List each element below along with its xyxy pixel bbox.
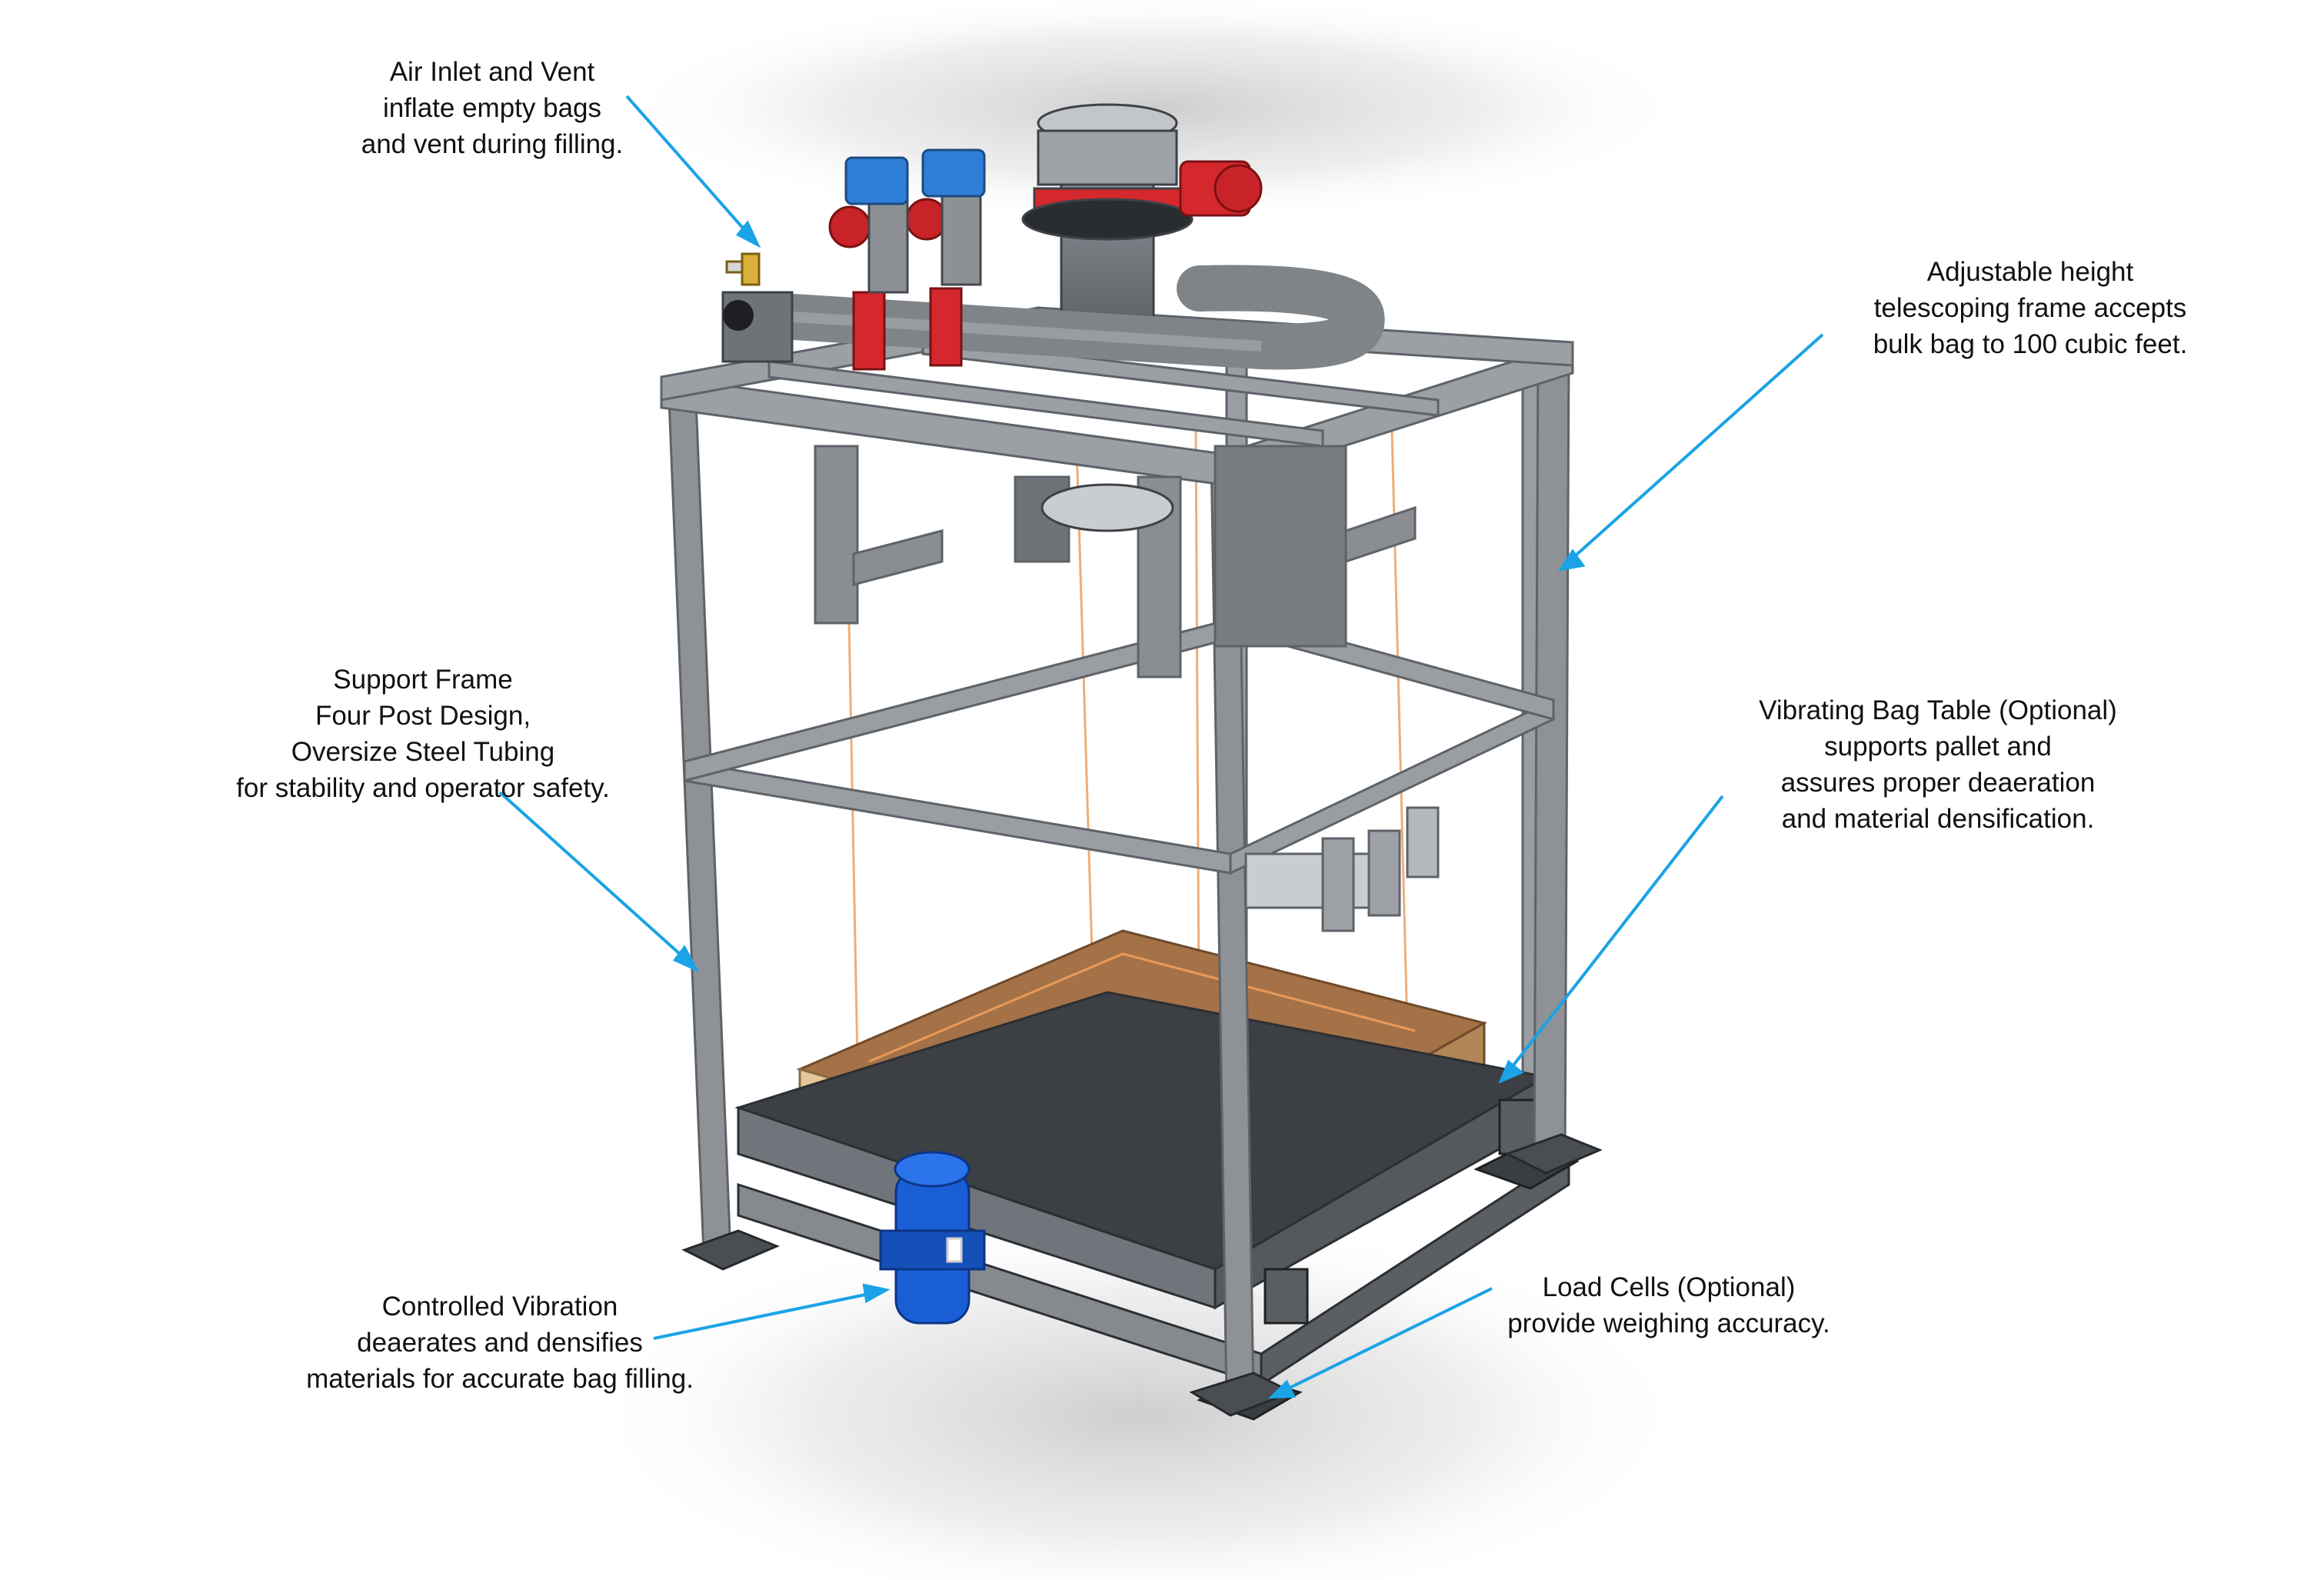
callout-adjustable-height-line-2: telescoping frame accepts	[1873, 293, 2187, 323]
callout-vibrating-table-line-1: Vibrating Bag Table (Optional)	[1759, 695, 2117, 725]
callout-adjustable-height: Adjustable height telescoping frame acce…	[1838, 254, 2222, 362]
callout-support-frame: Support Frame Four Post Design, Oversize…	[208, 662, 638, 806]
callout-vibrating-table-line-3: assures proper deaeration	[1780, 768, 2096, 798]
callout-controlled-vibration-line-2: deaerates and densifies	[357, 1328, 643, 1358]
callout-support-frame-line-1: Support Frame	[333, 665, 513, 695]
callout-load-cells-line-1: Load Cells (Optional)	[1542, 1272, 1796, 1302]
arrow-vibrating-table	[1506, 795, 1724, 1075]
spout-valve-actuator	[1179, 160, 1263, 217]
vibrating-table	[734, 991, 1570, 1387]
air-valves	[828, 191, 982, 371]
callout-controlled-vibration-line-1: Controlled Vibration	[381, 1292, 618, 1322]
front-frame-posts	[668, 352, 1570, 1402]
callout-support-frame-line-3: Oversize Steel Tubing	[291, 737, 555, 767]
bag-hanger-brackets	[814, 445, 1417, 678]
arrow-adjustable-height	[1567, 333, 1824, 563]
fill-spout	[1021, 103, 1194, 532]
valve-actuators	[844, 148, 986, 205]
callout-arrows	[498, 95, 1824, 1399]
callout-adjustable-height-line-1: Adjustable height	[1926, 257, 2134, 287]
callout-support-frame-line-4: for stability and operator safety.	[236, 773, 610, 803]
callout-air-inlet-line-3: and vent during filling.	[361, 129, 624, 159]
arrow-support-frame	[498, 791, 690, 963]
arrow-load-cells	[1280, 1287, 1493, 1394]
callout-adjustable-height-line-3: bulk bag to 100 cubic feet.	[1873, 329, 2188, 359]
callout-controlled-vibration-line-3: materials for accurate bag filling.	[306, 1364, 694, 1394]
arrow-controlled-vibration	[653, 1291, 877, 1340]
pneumatic-controls	[1244, 806, 1440, 932]
callout-vibrating-table-line-4: and material densification.	[1781, 804, 2095, 834]
callout-vibrating-table-line-2: supports pallet and	[1824, 732, 2052, 762]
callout-support-frame-line-2: Four Post Design,	[315, 701, 531, 731]
arrow-air-inlet	[625, 95, 759, 246]
callout-controlled-vibration: Controlled Vibration deaerates and densi…	[277, 1288, 723, 1397]
foot-plates	[681, 1133, 1603, 1417]
air-manifold-pipe	[721, 265, 1385, 370]
callout-air-inlet-line-1: Air Inlet and Vent	[389, 57, 595, 87]
callout-air-inlet: Air Inlet and Vent inflate empty bags an…	[338, 54, 646, 162]
callout-vibrating-table: Vibrating Bag Table (Optional) supports …	[1723, 692, 2153, 837]
air-inlet-fitting	[725, 252, 761, 286]
callout-load-cells-line-2: provide weighing accuracy.	[1507, 1308, 1830, 1338]
vibrator-motor	[879, 1151, 986, 1325]
callout-load-cells: Load Cells (Optional) provide weighing a…	[1484, 1269, 1853, 1342]
callout-air-inlet-line-2: inflate empty bags	[382, 93, 602, 123]
